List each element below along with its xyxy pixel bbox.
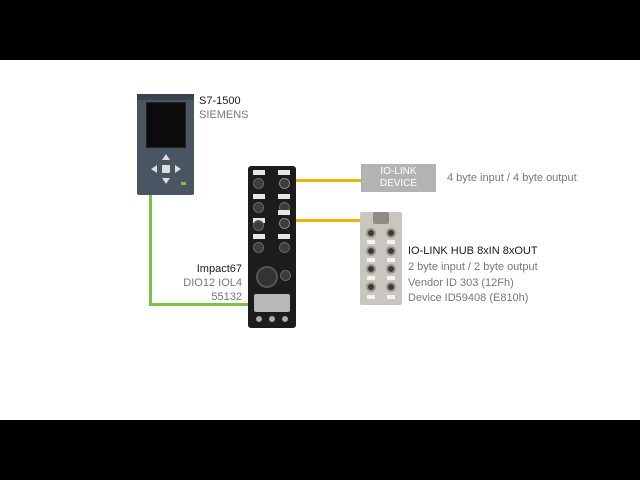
module-name-label: Impact67	[196, 263, 242, 275]
profinet-plate	[254, 294, 290, 312]
iolink-device-box[interactable]: IO-LINK DEVICE	[361, 164, 436, 192]
impact67-module[interactable]	[248, 166, 296, 328]
hub-port	[386, 282, 396, 292]
hub-io-size: 2 byte input / 2 byte output	[408, 261, 538, 273]
hub-port-label	[387, 295, 395, 299]
plc-navigation-keys	[149, 152, 183, 186]
m12-port	[253, 178, 264, 189]
m12-port-iolink-1	[279, 178, 290, 189]
arrow-left-icon	[151, 165, 157, 173]
ok-key-icon	[162, 165, 170, 173]
iolink-device-label-line2: DEVICE	[379, 178, 418, 189]
screw-icon	[282, 316, 288, 322]
iolink-device-label-line1: IO-LINK	[380, 166, 417, 177]
m12-port	[280, 270, 291, 281]
hub-port-label	[367, 295, 375, 299]
plc-model-label: S7-1500	[199, 95, 241, 107]
letterbox-top	[0, 0, 640, 60]
iolink-cable-hub	[287, 219, 373, 222]
hub-title: IO-LINK HUB 8xIN 8xOUT	[408, 245, 538, 257]
hub-port	[366, 246, 376, 256]
plc-device[interactable]	[137, 94, 194, 195]
hub-port	[366, 228, 376, 238]
port-label	[278, 234, 290, 239]
plc-top-cover	[137, 94, 194, 100]
screw-icon	[269, 316, 275, 322]
port-label	[278, 194, 290, 199]
hub-port	[366, 264, 376, 274]
hub-port-label	[367, 258, 375, 262]
arrow-down-icon	[162, 178, 170, 184]
arrow-up-icon	[162, 154, 170, 160]
hub-port	[386, 246, 396, 256]
hub-port-label	[387, 276, 395, 280]
hub-port-label	[387, 258, 395, 262]
port-label	[253, 194, 265, 199]
m12-port	[253, 220, 264, 231]
port-label	[253, 234, 265, 239]
power-connector	[256, 266, 278, 288]
iolink-device-io-size: 4 byte input / 4 byte output	[447, 172, 577, 184]
port-label	[278, 170, 290, 175]
profinet-cable-horizontal	[149, 303, 253, 306]
plc-brand-label: SIEMENS	[199, 109, 249, 121]
m12-port-iolink-2	[279, 218, 290, 229]
module-part-number-label: 55132	[211, 291, 242, 303]
diagram-canvas: S7-1500 SIEMENS Impact67 DIO12 IOL4 5513…	[0, 60, 640, 420]
m12-port	[253, 202, 264, 213]
iolink-hub-device[interactable]	[360, 212, 402, 305]
hub-iolink-connector	[373, 212, 389, 224]
letterbox-bottom	[0, 420, 640, 480]
hub-port	[386, 264, 396, 274]
profinet-cable-vertical	[149, 195, 152, 305]
hub-port-label	[367, 240, 375, 244]
module-variant-label: DIO12 IOL4	[183, 277, 242, 289]
screw-icon	[256, 316, 262, 322]
plc-display	[146, 102, 186, 148]
m12-port	[253, 242, 264, 253]
iolink-cable-device	[287, 179, 361, 182]
m12-port	[279, 242, 290, 253]
hub-port	[386, 228, 396, 238]
hub-device-id: Device ID59408 (E810h)	[408, 292, 529, 304]
port-label	[253, 170, 265, 175]
hub-port-label	[367, 276, 375, 280]
arrow-right-icon	[175, 165, 181, 173]
hub-port-label	[387, 240, 395, 244]
status-led-icon	[181, 182, 186, 185]
port-label	[278, 210, 290, 215]
hub-port	[366, 282, 376, 292]
hub-vendor-id: Vendor ID 303 (12Fh)	[408, 277, 514, 289]
